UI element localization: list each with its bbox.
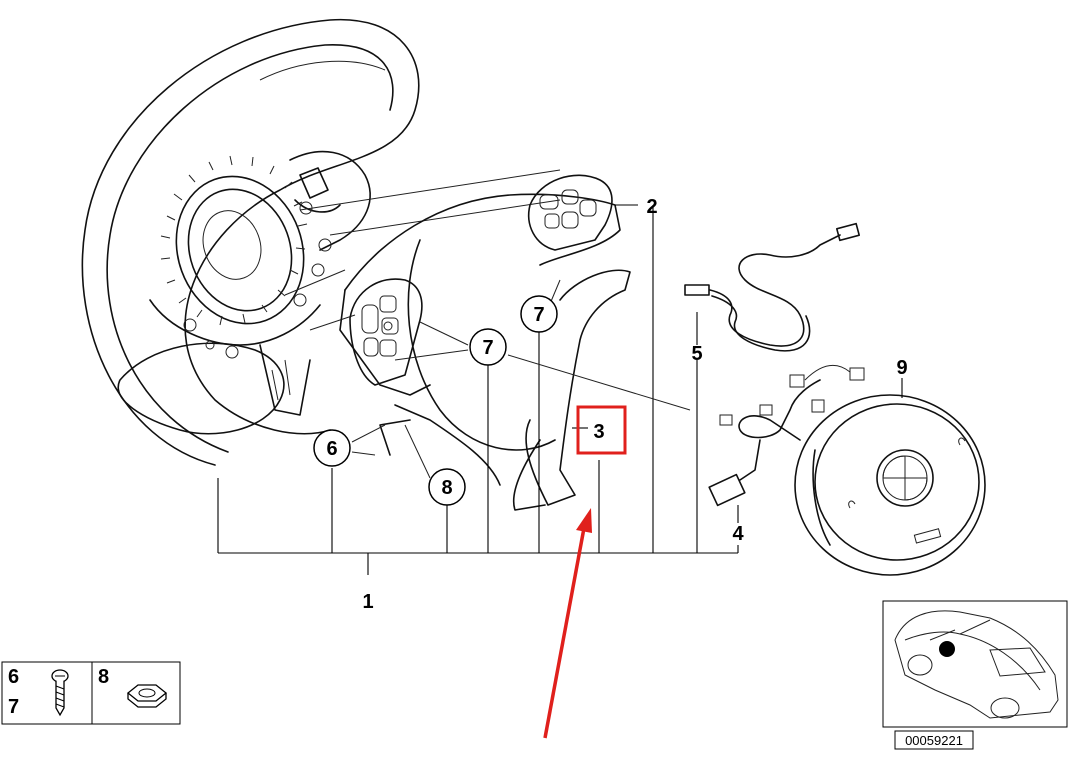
button-module-left <box>349 278 423 386</box>
callout-8: 8 <box>428 468 466 506</box>
screw-icon <box>51 669 69 717</box>
svg-text:8: 8 <box>98 666 109 688</box>
svg-text:7: 7 <box>533 304 544 326</box>
callout-6: 6 <box>313 429 351 467</box>
leader-lines <box>217 204 903 575</box>
red-arrow <box>543 508 592 739</box>
fastener-legend: 6 7 8 <box>1 661 181 725</box>
svg-text:3: 3 <box>593 421 604 443</box>
svg-text:7: 7 <box>8 696 19 718</box>
svg-text:6: 6 <box>326 438 337 460</box>
trim-cover <box>339 193 631 511</box>
svg-text:7: 7 <box>482 337 493 359</box>
callout-3-highlight: 3 <box>576 405 627 455</box>
callout-7-left: 7 <box>469 328 507 366</box>
callout-2: 2 <box>646 196 657 218</box>
clockspring-teeth <box>160 155 308 326</box>
airbag-module <box>708 364 986 576</box>
wiring-harness-5 <box>684 222 861 352</box>
callout-9: 9 <box>896 357 907 379</box>
vehicle-location-thumbnail: 00059221 <box>882 600 1068 750</box>
callout-5: 5 <box>691 343 702 365</box>
svg-text:8: 8 <box>441 477 452 499</box>
callout-4: 4 <box>732 523 744 545</box>
nut-icon <box>126 684 168 708</box>
steering-wheel <box>81 18 561 466</box>
callout-7-right: 7 <box>520 295 558 333</box>
svg-text:6: 6 <box>8 666 19 688</box>
callout-1: 1 <box>362 591 373 613</box>
button-module-right <box>528 174 613 251</box>
location-dot <box>939 641 955 657</box>
reference-code: 00059221 <box>905 733 963 748</box>
